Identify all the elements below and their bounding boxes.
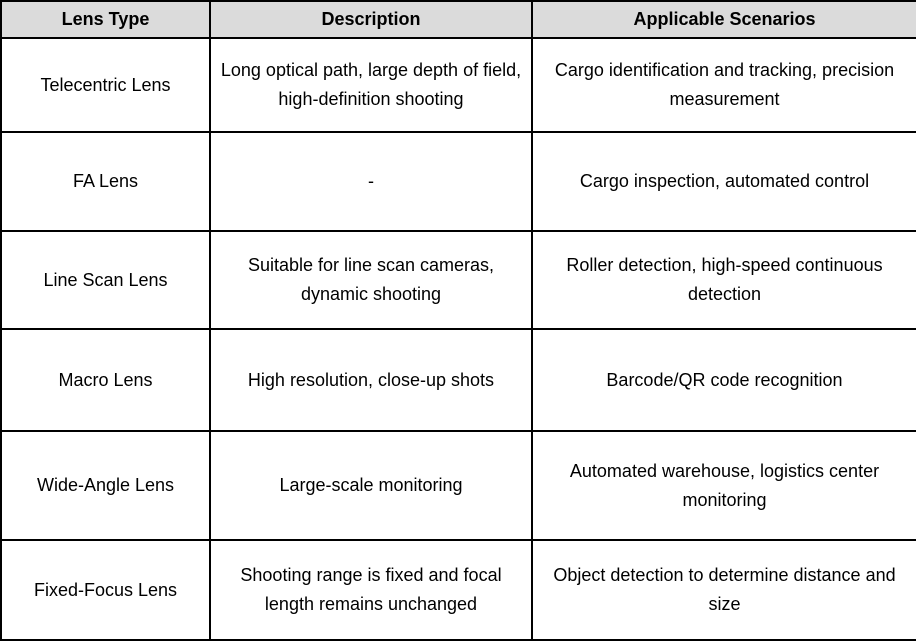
cell-lens-type: Macro Lens xyxy=(0,328,211,432)
cell-scenarios: Cargo identification and tracking, preci… xyxy=(531,37,916,133)
cell-scenarios: Automated warehouse, logistics center mo… xyxy=(531,430,916,541)
table-row-wide-angle-lens: Wide-Angle Lens Large-scale monitoring A… xyxy=(0,430,916,541)
column-header-description: Description xyxy=(209,0,533,39)
column-header-applicable-scenarios: Applicable Scenarios xyxy=(531,0,916,39)
cell-description: Large-scale monitoring xyxy=(209,430,533,541)
cell-scenarios: Roller detection, high-speed continuous … xyxy=(531,230,916,330)
table-row-macro-lens: Macro Lens High resolution, close-up sho… xyxy=(0,328,916,432)
cell-lens-type: Telecentric Lens xyxy=(0,37,211,133)
cell-scenarios: Object detection to determine distance a… xyxy=(531,539,916,641)
table-row-fa-lens: FA Lens - Cargo inspection, automated co… xyxy=(0,131,916,232)
cell-lens-type: Line Scan Lens xyxy=(0,230,211,330)
cell-lens-type: Fixed-Focus Lens xyxy=(0,539,211,641)
cell-description: High resolution, close-up shots xyxy=(209,328,533,432)
cell-description: Long optical path, large depth of field,… xyxy=(209,37,533,133)
table-row-line-scan-lens: Line Scan Lens Suitable for line scan ca… xyxy=(0,230,916,330)
table-row-fixed-focus-lens: Fixed-Focus Lens Shooting range is fixed… xyxy=(0,539,916,641)
column-header-lens-type: Lens Type xyxy=(0,0,211,39)
cell-scenarios: Cargo inspection, automated control xyxy=(531,131,916,232)
cell-description: Suitable for line scan cameras, dynamic … xyxy=(209,230,533,330)
table-header-row: Lens Type Description Applicable Scenari… xyxy=(0,0,916,39)
cell-description: - xyxy=(209,131,533,232)
cell-description: Shooting range is fixed and focal length… xyxy=(209,539,533,641)
cell-lens-type: Wide-Angle Lens xyxy=(0,430,211,541)
cell-scenarios: Barcode/QR code recognition xyxy=(531,328,916,432)
cell-lens-type: FA Lens xyxy=(0,131,211,232)
table-row-telecentric-lens: Telecentric Lens Long optical path, larg… xyxy=(0,37,916,133)
